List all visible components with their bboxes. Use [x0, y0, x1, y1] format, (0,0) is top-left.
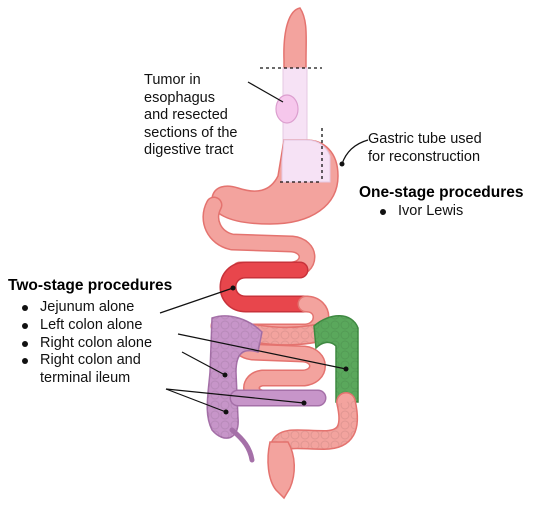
two-stage-item: Jejunum alone: [18, 299, 152, 317]
rectum: [267, 441, 295, 500]
resection-markers: [260, 67, 323, 183]
two-stage-list: Jejunum alone Left colon alone Right col…: [18, 299, 152, 388]
tumor-label-line: digestive tract: [144, 142, 234, 158]
gastric-label-line: for reconstruction: [368, 148, 481, 165]
two-stage-item: Left colon alone: [18, 317, 152, 335]
one-stage-item: Ivor Lewis: [376, 203, 463, 221]
gastric-tube-label: Gastric tube used for reconstruction: [368, 131, 482, 166]
two-stage-item-continuation: terminal ileum: [40, 370, 131, 387]
esophageal-tumor: [275, 94, 299, 124]
appendix: [229, 427, 255, 463]
one-stage-list: Ivor Lewis: [376, 203, 463, 221]
two-stage-item: Right colon and: [18, 352, 152, 370]
tumor-label: Tumor in esophagus and resected sections…: [144, 72, 238, 160]
leader-dots: [222, 161, 349, 415]
one-stage-heading: One-stage procedures: [359, 184, 524, 201]
tumor-label-line: Tumor in: [144, 72, 201, 88]
tumor-label-line: sections of the: [144, 124, 238, 141]
gastric-label-line: Gastric tube used: [368, 131, 482, 147]
two-stage-heading: Two-stage procedures: [8, 277, 173, 294]
tumor-label-line: and resected: [144, 107, 228, 123]
two-stage-item: Right colon alone: [18, 335, 152, 353]
resected-stomach-portion: [281, 139, 331, 183]
tumor-label-line: esophagus: [144, 89, 215, 106]
leader-lines: [159, 81, 369, 413]
